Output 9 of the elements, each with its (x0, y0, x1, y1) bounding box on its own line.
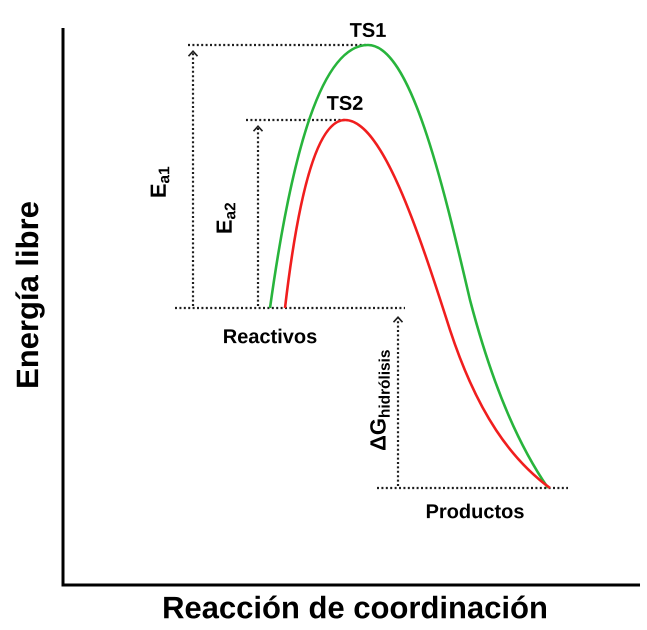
energy-label: E$_{a1}$ (150, 166, 170, 197)
energy-label: E$_{a2}$ (216, 202, 236, 233)
state-label: Productos (426, 504, 524, 518)
state-label: Reactivos (224, 328, 316, 344)
state-label: TS1 (350, 22, 386, 38)
axis-title: Reacción de coordinación (164, 595, 546, 619)
state-label: TS2 (326, 96, 363, 110)
energy-label: $\textbf{ΔG}_{\textbf{hidrólisis}}$ (370, 350, 390, 450)
axis-title: Energía libre (15, 202, 45, 387)
